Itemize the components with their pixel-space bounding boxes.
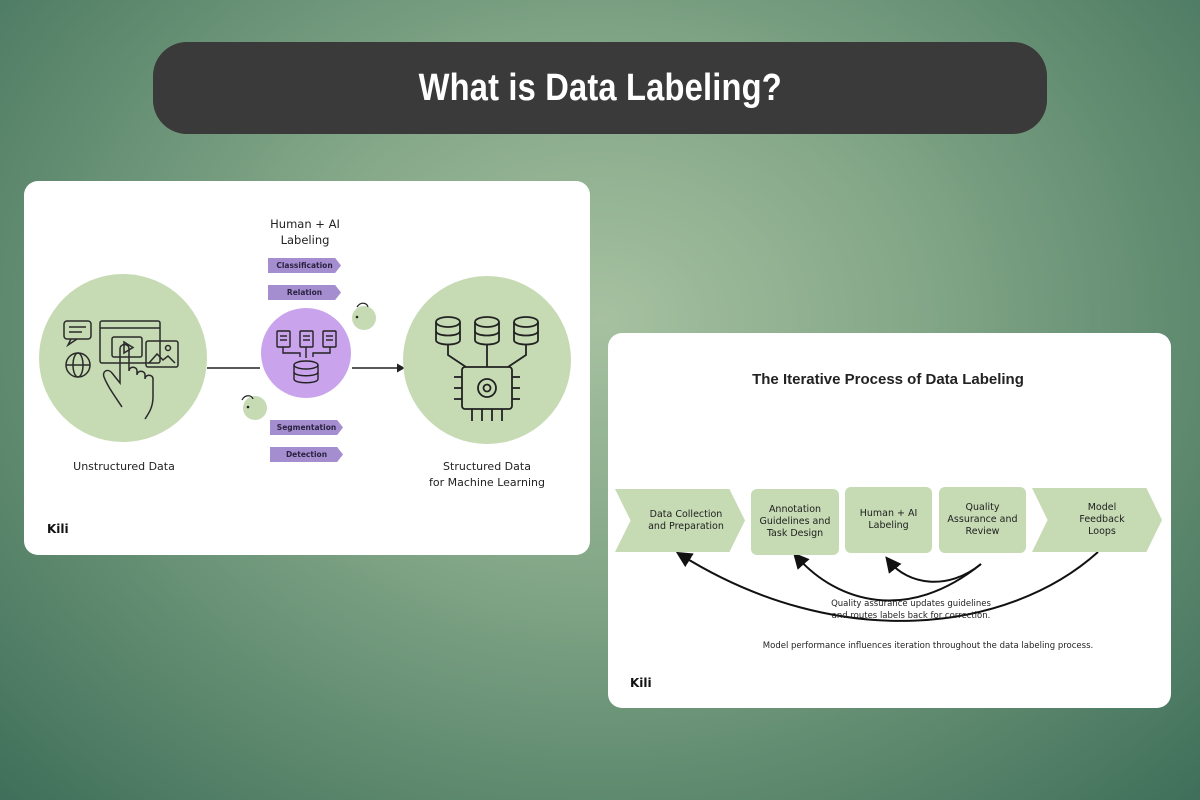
step-data-collection: Data Collection and Preparation — [615, 489, 745, 552]
step-label: Annotation Guidelines and Task Design — [759, 504, 831, 539]
arrow-head-icon — [397, 363, 405, 373]
step-label: Model Feedback Loops — [1079, 502, 1125, 537]
title-banner: What is Data Labeling? — [153, 42, 1047, 134]
model-note: Model performance influences iteration t… — [762, 641, 1094, 651]
step-label: Data Collection and Preparation — [648, 508, 724, 532]
structured-data-label-line1: Structured Data — [443, 460, 531, 473]
step-model-feedback: Model Feedback Loops — [1032, 488, 1162, 552]
iterative-process-card: The Iterative Process of Data Labeling D… — [608, 333, 1171, 708]
overview-diagram — [39, 274, 571, 444]
documents-to-database-icon — [276, 330, 337, 384]
kili-logo: Kili — [630, 676, 652, 690]
data-labeling-overview-card: Human + AI Labeling Classification Relat… — [24, 181, 590, 555]
qa-note-line1: Quality assurance updates guidelines — [831, 599, 991, 609]
unstructured-data-label: Unstructured Data — [73, 460, 175, 473]
feedback-arrows — [675, 551, 1099, 622]
tag-classification: Classification — [268, 258, 341, 273]
step-human-ai-labeling: Human + AI Labeling — [845, 487, 932, 553]
step-label: Quality Assurance and Review — [947, 502, 1018, 537]
step-annotation-guidelines: Annotation Guidelines and Task Design — [751, 489, 839, 555]
unstructured-data-icon — [63, 320, 179, 420]
structured-data-label-line2: for Machine Learning — [429, 476, 545, 489]
arrow-qa-to-labeling — [885, 556, 982, 583]
qa-note-line2: and routes labels back for correction. — [831, 611, 991, 621]
tag-relation: Relation — [268, 285, 341, 300]
page-title: What is Data Labeling? — [418, 66, 782, 109]
databases-to-chip-icon — [435, 316, 539, 421]
step-label: Human + AI Labeling — [859, 508, 918, 531]
arrow-qa-to-guidelines — [793, 552, 982, 602]
kili-logo: Kili — [47, 522, 69, 536]
labeling-heading: Human + AI Labeling — [270, 217, 340, 247]
character-icon — [241, 395, 267, 420]
process-title: The Iterative Process of Data Labeling — [752, 371, 1024, 388]
character-icon — [352, 302, 376, 330]
tag-segmentation: Segmentation — [270, 420, 343, 435]
tag-detection: Detection — [270, 447, 343, 462]
arrow-model-to-collection — [675, 551, 1099, 622]
step-quality-assurance: Quality Assurance and Review — [939, 487, 1026, 553]
unstructured-data-circle — [39, 274, 207, 442]
